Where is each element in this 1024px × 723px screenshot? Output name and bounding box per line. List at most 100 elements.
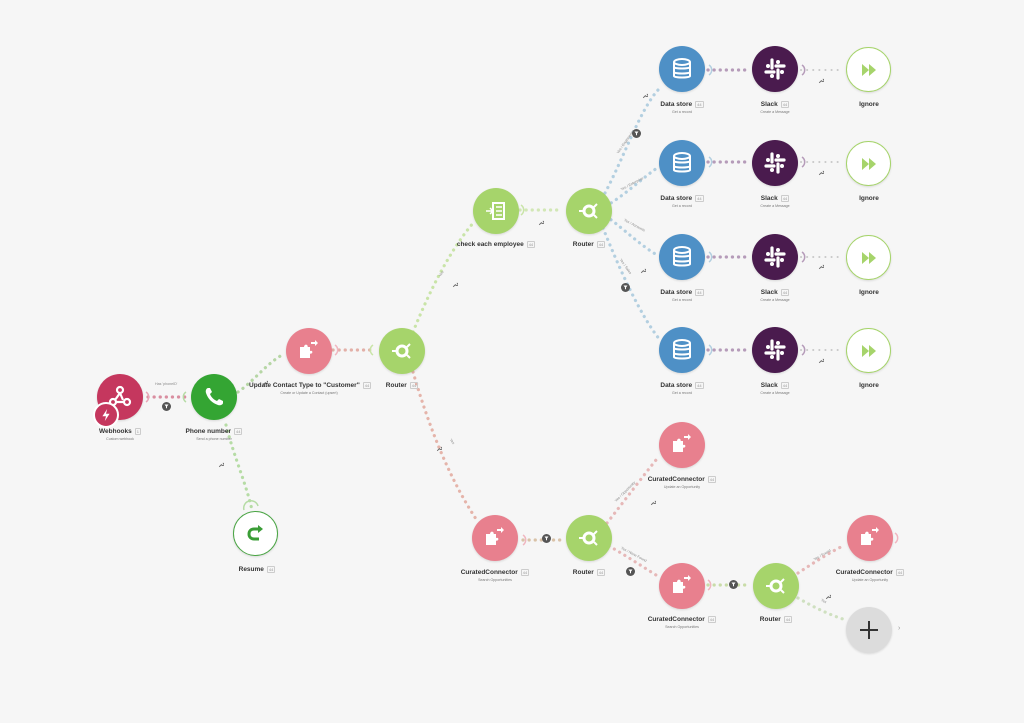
wrench-icon[interactable] <box>218 462 224 468</box>
puzzle-icon <box>673 434 691 452</box>
slack-3-sublabel: Create a Message <box>760 298 790 302</box>
wrench-icon[interactable] <box>642 93 648 99</box>
filter-icon[interactable] <box>729 580 738 589</box>
filter-icon[interactable] <box>162 402 171 411</box>
stub-check-out <box>520 204 525 216</box>
router-module-4[interactable] <box>753 563 799 609</box>
data-store-3-sublabel: Get a record <box>672 298 692 302</box>
stub-resume-in <box>242 500 259 511</box>
router-icon <box>392 343 411 359</box>
slack-2-sublabel: Create a Message <box>760 204 790 208</box>
stub-ccsearch-out <box>522 534 527 546</box>
link-router4-add <box>796 596 848 622</box>
curated-connector-search-module[interactable] <box>472 515 518 561</box>
ignore-module-4[interactable] <box>846 328 891 373</box>
curated-connector-update-1-sublabel: Update an Opportunity <box>663 485 701 489</box>
link-router4-ccupdate2 <box>796 543 847 575</box>
wrench-icon[interactable] <box>640 268 646 274</box>
wrench-icon[interactable] <box>262 380 268 386</box>
slack-icon <box>764 246 786 268</box>
router-module-3[interactable] <box>566 515 612 561</box>
link-router2-ds4 <box>601 226 662 342</box>
wrench-icon[interactable] <box>818 264 824 270</box>
router-module-1[interactable] <box>379 328 425 374</box>
curated-connector-update-module-2[interactable] <box>847 515 893 561</box>
chevron-right-icon[interactable]: › <box>898 625 901 632</box>
wrench-icon[interactable] <box>818 78 824 84</box>
data-store-4-sublabel: Get a record <box>672 391 692 395</box>
wrench-icon[interactable] <box>538 220 544 226</box>
curated-connector-update-module-1[interactable] <box>659 422 705 468</box>
slack-module-3[interactable] <box>752 234 798 280</box>
data-store-module-4[interactable] <box>659 327 705 373</box>
wrench-icon[interactable] <box>452 282 458 288</box>
data-store-module-3[interactable] <box>659 234 705 280</box>
filter-icon[interactable] <box>632 129 641 138</box>
fast-forward-icon <box>861 251 876 264</box>
phone-icon <box>205 388 223 406</box>
filter-icon[interactable] <box>621 283 630 292</box>
puzzle-icon <box>300 340 318 358</box>
stub-ds3-out <box>708 251 713 263</box>
stub-sl4-out <box>801 344 806 356</box>
data-store-module-1[interactable] <box>659 46 705 92</box>
instant-trigger-icon <box>93 402 119 428</box>
curated-connector-search-module-2[interactable] <box>659 563 705 609</box>
database-icon <box>673 246 691 267</box>
slack-1-sublabel: Create a Message <box>760 110 790 114</box>
fast-forward-icon <box>861 63 876 76</box>
ignore-3-label: Ignore <box>859 289 879 296</box>
database-icon <box>673 58 691 79</box>
stub-ds1-out <box>708 64 713 76</box>
resume-module[interactable] <box>233 511 278 556</box>
ignore-module-3[interactable] <box>846 235 891 280</box>
wrench-icon[interactable] <box>818 358 824 364</box>
wrench-icon[interactable] <box>825 594 831 600</box>
slack-module-1[interactable] <box>752 46 798 92</box>
slack-module-2[interactable] <box>752 140 798 186</box>
ignore-module-2[interactable] <box>846 141 891 186</box>
iterator-module[interactable] <box>473 188 519 234</box>
ignore-2-label: Ignore <box>859 195 879 202</box>
wrench-icon[interactable] <box>436 446 442 452</box>
stub-ds4-out <box>708 344 713 356</box>
router-module-2[interactable] <box>566 188 612 234</box>
stub-sl3-out <box>801 251 806 263</box>
puzzle-icon <box>861 527 879 545</box>
database-icon <box>673 152 691 173</box>
link-router2-ds3 <box>604 214 659 257</box>
phone-number-module[interactable] <box>191 374 237 420</box>
data-store-module-2[interactable] <box>659 140 705 186</box>
wrench-icon[interactable] <box>818 170 824 176</box>
filter-icon[interactable] <box>542 534 551 543</box>
filter-icon[interactable] <box>626 567 635 576</box>
wrench-icon[interactable] <box>650 500 656 506</box>
curated-connector-search-2-sublabel: Search Opportunities <box>665 625 699 629</box>
fast-forward-icon <box>861 157 876 170</box>
add-module-button[interactable] <box>846 607 892 653</box>
slack-module-4[interactable] <box>752 327 798 373</box>
stub-webhooks-out <box>145 391 150 403</box>
ignore-1-label: Ignore <box>859 101 879 108</box>
update-contact-module[interactable] <box>286 328 332 374</box>
curated-connector-search-sublabel: Search Opportunities <box>478 578 512 582</box>
database-icon <box>673 339 691 360</box>
ignore-module-1[interactable] <box>846 47 891 92</box>
update-contact-label: Update Contact Type to "Customer"44 <box>249 382 372 390</box>
data-store-2-sublabel: Get a record <box>672 204 692 208</box>
router-icon <box>579 530 598 546</box>
